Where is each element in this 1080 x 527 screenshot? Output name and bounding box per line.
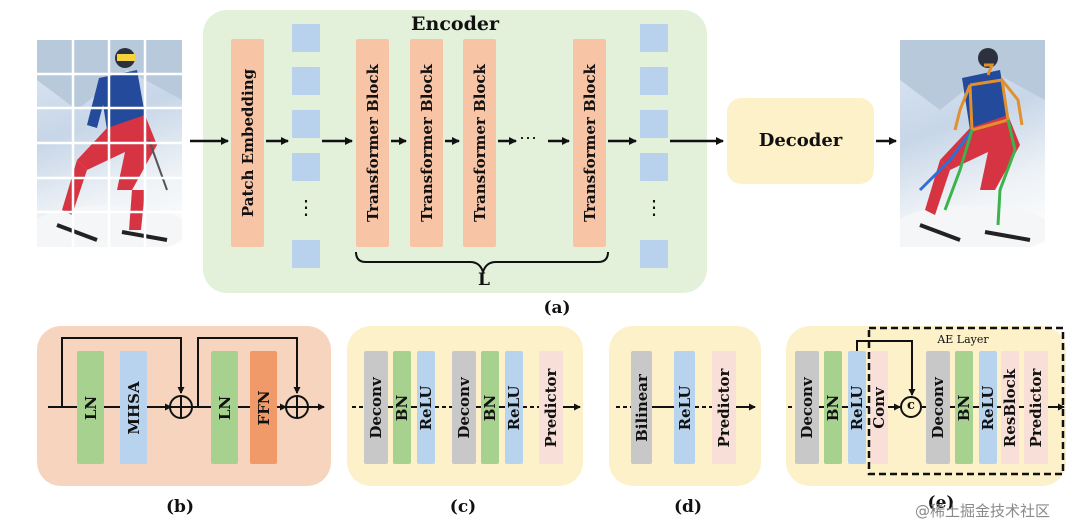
predictor-block: Predictor (712, 351, 736, 464)
predictor-block: Predictor (539, 351, 563, 464)
bilinear-block: Bilinear (631, 351, 652, 464)
ae-layer-label: AE Layer (937, 333, 989, 346)
transformer-block-3: Transformer Block (463, 39, 496, 247)
token-square (640, 240, 668, 268)
token-square (292, 67, 320, 95)
relu-block: ReLU (979, 351, 997, 464)
transformer-block-2: Transformer Block (410, 39, 443, 247)
horizontal-ellipsis: ⋯ (519, 128, 537, 149)
caption-a: (a) (543, 298, 571, 318)
caption-b: (b) (166, 497, 194, 517)
output-image (900, 40, 1045, 247)
caption-d: (d) (674, 497, 702, 517)
conv-block: Conv (870, 351, 888, 464)
bn-block: BN (955, 351, 973, 464)
token-square (292, 153, 320, 181)
deconv-block: Deconv (926, 351, 950, 464)
token-square (640, 67, 668, 95)
ln-block-1: LN (77, 351, 104, 464)
caption-e: (e) (927, 493, 955, 513)
relu-block: ReLU (417, 351, 435, 464)
deconv-block: Deconv (795, 351, 819, 464)
encoder-title: Encoder (411, 13, 499, 35)
token-square (292, 24, 320, 52)
mhsa-block: MHSA (120, 351, 147, 464)
ffn-block: FFN (250, 351, 277, 464)
caption-c: (c) (449, 497, 477, 517)
token-square (292, 240, 320, 268)
token-square (640, 24, 668, 52)
token-square (640, 110, 668, 138)
relu-block: ReLU (505, 351, 523, 464)
pose-output-figure (900, 40, 1045, 247)
relu-block: ReLU (674, 351, 695, 464)
watermark: @稀土掘金技术社区 (915, 502, 1051, 520)
encoder-panel (203, 10, 707, 293)
input-image (37, 40, 182, 247)
predictor-block: Predictor (1024, 351, 1048, 464)
patch-grid (37, 40, 182, 247)
bn-block: BN (481, 351, 499, 464)
decoder-label: Decoder (758, 130, 843, 151)
transformer-block-1: Transformer Block (356, 39, 389, 247)
token-square (292, 110, 320, 138)
deconv-block: Deconv (452, 351, 476, 464)
decoder-block: Decoder (727, 98, 874, 184)
relu-block: ReLU (848, 351, 866, 464)
bn-block: BN (393, 351, 411, 464)
vertical-ellipsis: ⋮ (644, 195, 664, 219)
concat-symbol: c (907, 398, 915, 413)
resblock-block: ResBlock (1001, 351, 1019, 464)
transformer-block-last: Transformer Block (573, 39, 606, 247)
bn-block: BN (824, 351, 842, 464)
vertical-ellipsis: ⋮ (296, 195, 316, 219)
deconv-block: Deconv (364, 351, 388, 464)
patch-embedding-block: Patch Embedding (231, 39, 264, 247)
depth-label: L (478, 270, 490, 290)
token-square (640, 153, 668, 181)
ln-block-2: LN (211, 351, 238, 464)
